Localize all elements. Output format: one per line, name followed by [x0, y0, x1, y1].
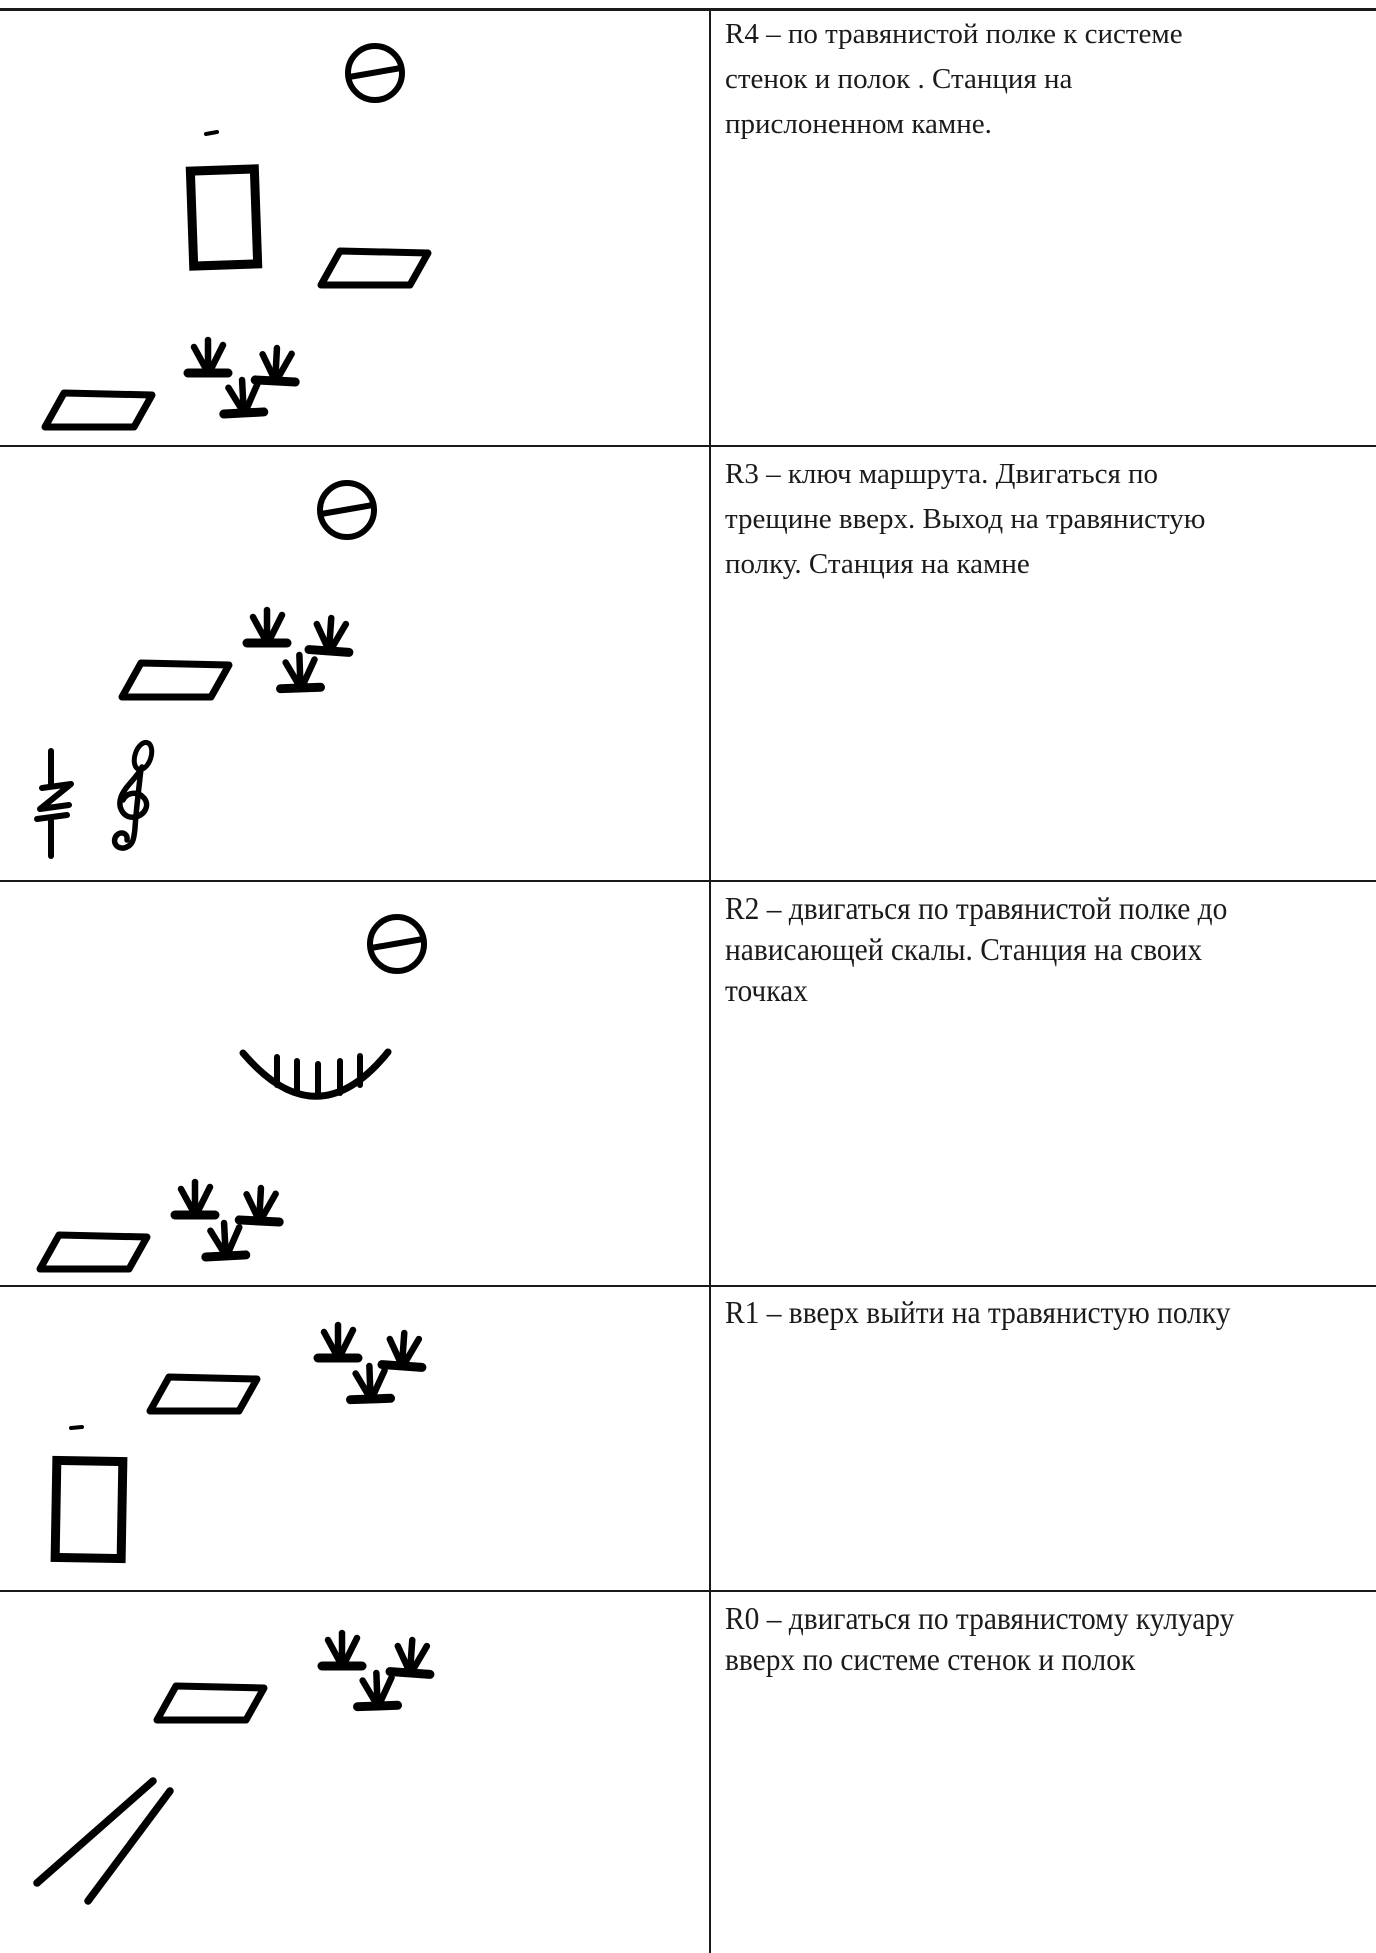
grass-ledge-icon: [40, 1235, 147, 1269]
rock-block-icon: [50, 1455, 128, 1564]
column-divider: [709, 8, 711, 1953]
grass-tuft-icon: [322, 1633, 432, 1707]
grass-ledge-icon: [157, 1686, 264, 1720]
row-divider-1: [0, 445, 1376, 447]
rock-block-icon: [185, 164, 263, 271]
small-dash-icon: [204, 130, 219, 136]
grass-tuft-icon: [318, 1325, 424, 1400]
treble-clef-crux-icon: [111, 739, 155, 851]
route-description-R3: R3 – ключ маршрута. Двигаться по трещине…: [725, 458, 1206, 580]
crack-zigzag-icon: [34, 748, 74, 859]
double-slash-lines-icon: [33, 1777, 174, 1905]
grass-tuft-icon: [247, 610, 351, 689]
overhang-arc-icon: [239, 1048, 392, 1100]
grass-tuft-icon: [188, 340, 297, 414]
table-border-top: [0, 8, 1376, 11]
row-divider-3: [0, 1285, 1376, 1287]
grass-ledge-icon: [150, 1377, 257, 1411]
grass-ledge-icon: [122, 663, 229, 697]
route-description-R4: R4 – по травянистой полке к системе стен…: [725, 18, 1183, 140]
row-divider-2: [0, 880, 1376, 882]
small-dash-icon: [69, 1425, 84, 1430]
grass-ledge-icon: [45, 393, 152, 427]
belay-station-icon: [348, 46, 402, 100]
belay-station-icon: [320, 483, 374, 537]
row-divider-4: [0, 1590, 1376, 1592]
route-description-R2: R2 – двигаться по травянистой полке до н…: [725, 890, 1228, 1008]
grass-tuft-icon: [175, 1182, 281, 1257]
grass-ledge-icon: [321, 251, 428, 285]
route-description-R1: R1 – вверх выйти на травянистую полку: [725, 1294, 1231, 1330]
belay-station-icon: [370, 917, 424, 971]
route-description-R0: R0 – двигаться по травянистому кулуару в…: [725, 1600, 1235, 1677]
